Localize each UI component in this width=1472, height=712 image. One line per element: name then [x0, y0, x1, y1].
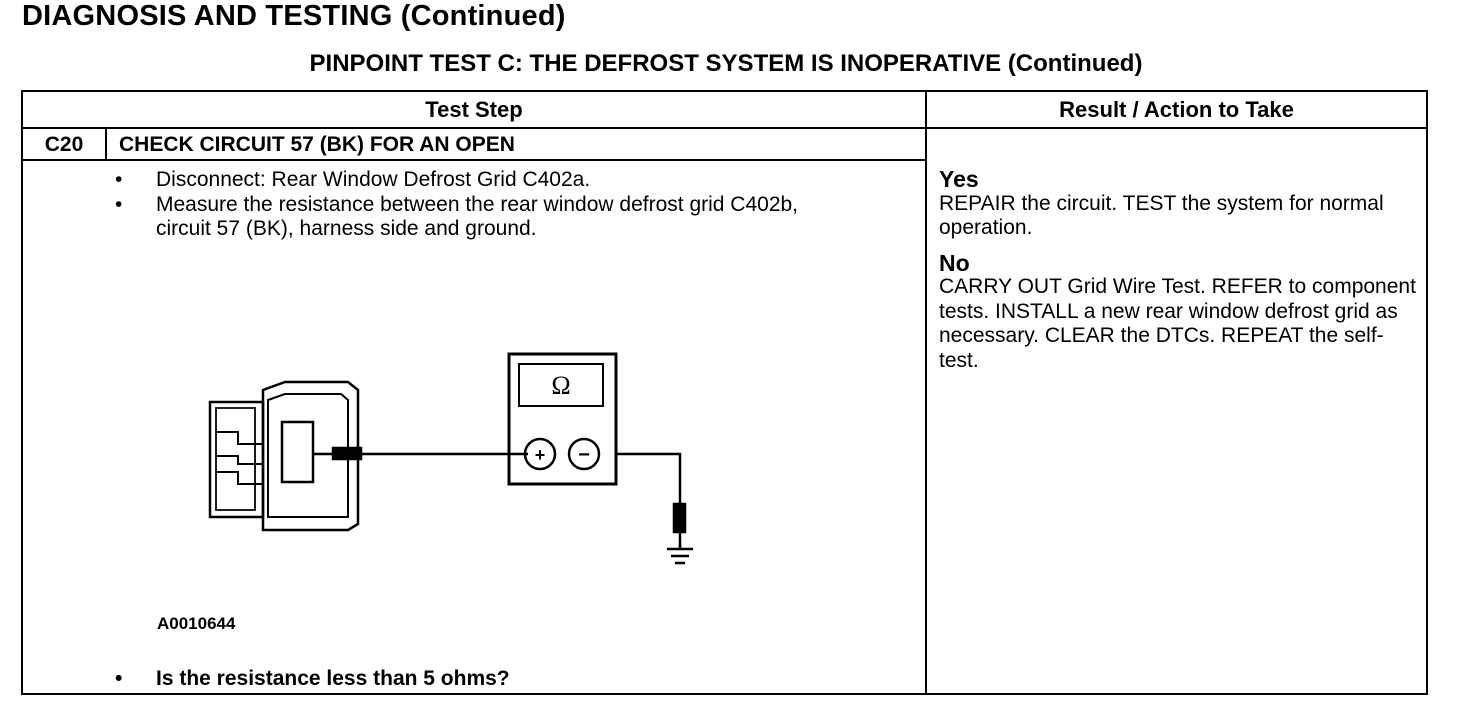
question-text: Is the resistance less than 5 ohms?	[156, 667, 510, 690]
ohmmeter-body	[507, 352, 618, 486]
no-action: CARRY OUT Grid Wire Test. REFER to compo…	[939, 275, 1416, 372]
connector-inner-outline	[267, 393, 349, 518]
yes-label: Yes	[939, 166, 979, 192]
instruction-text: Measure the resistance between the rear …	[156, 192, 799, 241]
instruction-item: • Disconnect: Rear Window Defrost Grid C…	[115, 168, 915, 193]
ground-symbol-icon	[667, 547, 693, 565]
result-column: Yes REPAIR the circuit. TEST the system …	[939, 167, 1419, 373]
test-step-header: Test Step	[425, 97, 523, 122]
yes-action: REPAIR the circuit. TEST the system for …	[939, 191, 1384, 240]
probe-tip	[331, 446, 363, 461]
figure-code: A0010644	[157, 614, 236, 633]
page-title: DIAGNOSIS AND TESTING (Continued)	[22, 0, 566, 32]
pinpoint-test-title: PINPOINT TEST C: THE DEFROST SYSTEM IS I…	[309, 50, 1143, 77]
result-header: Result / Action to Take	[1059, 97, 1294, 122]
pinpoint-test-table: Test Step Result / Action to Take C20 CH…	[21, 90, 1428, 695]
step-id: C20	[44, 133, 84, 156]
bullet-marker: •	[115, 667, 123, 690]
ground-probe	[672, 502, 687, 534]
step-id-divider	[105, 128, 107, 160]
connector-latch-slot-mid	[216, 455, 263, 465]
minus-symbol: −	[578, 444, 590, 466]
connector-latch	[208, 400, 265, 519]
step-row-divider	[23, 159, 926, 161]
step-instructions: • Disconnect: Rear Window Defrost Grid C…	[115, 168, 915, 242]
connector-latch-detail	[215, 407, 256, 511]
column-divider	[925, 92, 927, 693]
test-question: • Is the resistance less than 5 ohms?	[115, 667, 510, 691]
ohm-symbol: Ω	[551, 371, 570, 400]
header-row-divider	[23, 127, 1426, 129]
instruction-text: Disconnect: Rear Window Defrost Grid C40…	[156, 168, 591, 191]
instruction-item: • Measure the resistance between the rea…	[115, 193, 856, 242]
ohmmeter-plus-terminal	[523, 437, 557, 471]
ground-lead	[616, 452, 682, 504]
connector-latch-slot-bottom	[216, 471, 263, 485]
connector-terminal	[280, 420, 315, 484]
bullet-marker: •	[115, 168, 123, 191]
connector-latch-slot-top	[216, 431, 263, 445]
plus-symbol: +	[535, 445, 546, 465]
no-label: No	[939, 249, 970, 276]
step-title: CHECK CIRCUIT 57 (BK) FOR AN OPEN	[119, 133, 515, 156]
ohmmeter-display	[518, 363, 604, 407]
bullet-marker: •	[115, 192, 123, 216]
ohmmeter-minus-terminal	[567, 437, 601, 471]
resistance-test-diagram: Ω + −	[208, 352, 693, 565]
